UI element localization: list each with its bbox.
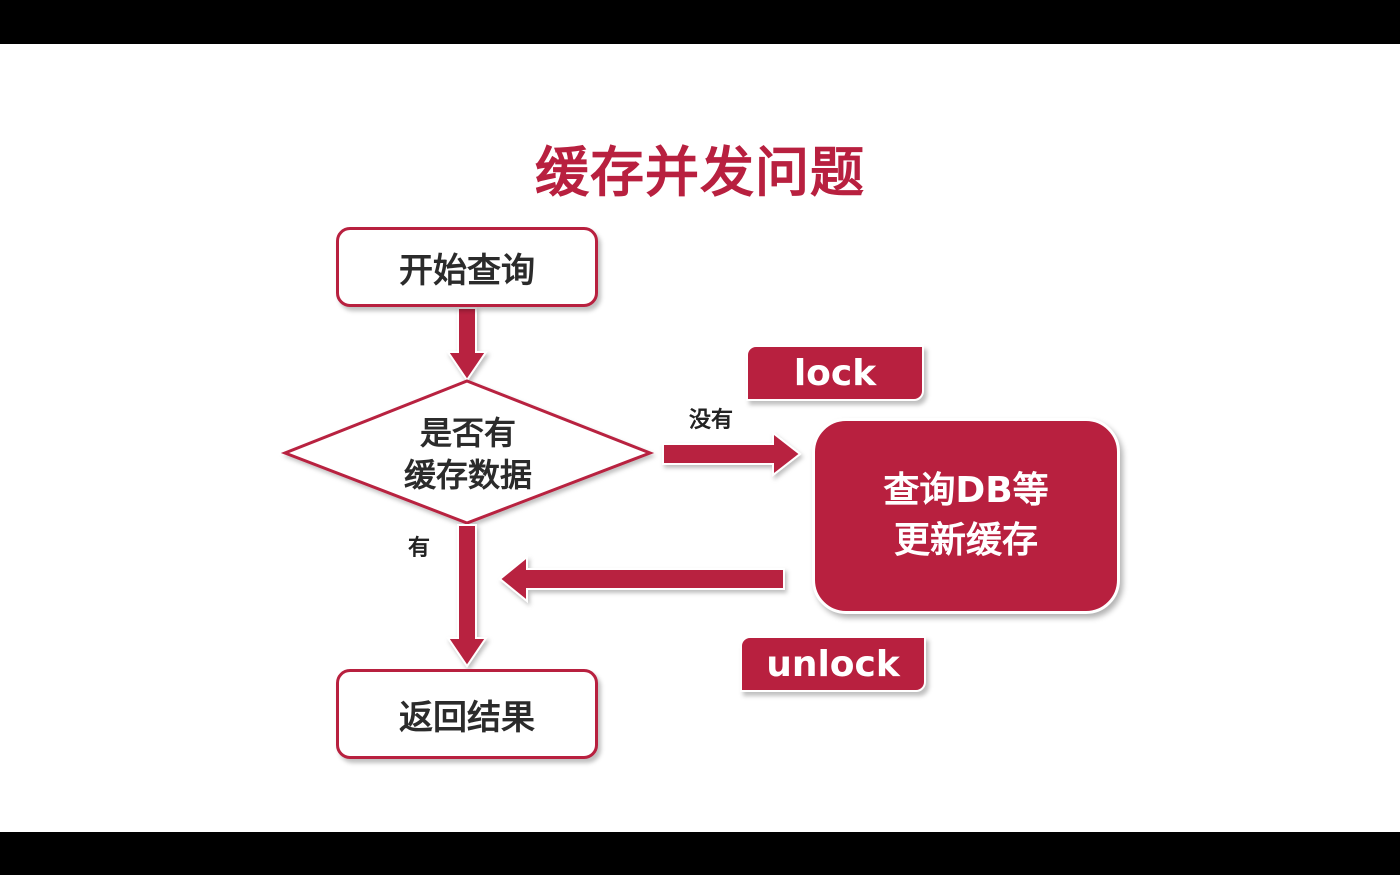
start-query-label: 开始查询 [399,250,535,291]
decision-label-line2: 缓存数据 [403,456,532,494]
db-box-line1: 查询DB等 [883,470,1049,511]
decision-label: 是否有 缓存数据 [380,412,556,496]
no-branch-label: 没有 [689,408,734,433]
query-db-update-cache-box: 查询DB等 更新缓存 [812,418,1120,614]
arrow-decision-to-db [662,430,802,478]
return-result-box: 返回结果 [336,669,598,759]
unlock-tag: unlock [740,636,926,692]
return-result-label: 返回结果 [399,697,535,738]
yes-branch-label: 有 [408,536,431,561]
decision-label-line1: 是否有 [419,414,516,452]
arrow-start-to-decision [446,307,488,382]
start-query-box: 开始查询 [336,227,598,307]
lock-tag: lock [746,345,924,401]
slide-canvas [0,44,1400,832]
db-box-line2: 更新缓存 [893,520,1038,561]
decision-diamond [280,379,655,525]
arrow-db-to-result [498,554,785,604]
arrow-decision-to-result [446,524,488,668]
slide-title: 缓存并发问题 [535,141,865,204]
